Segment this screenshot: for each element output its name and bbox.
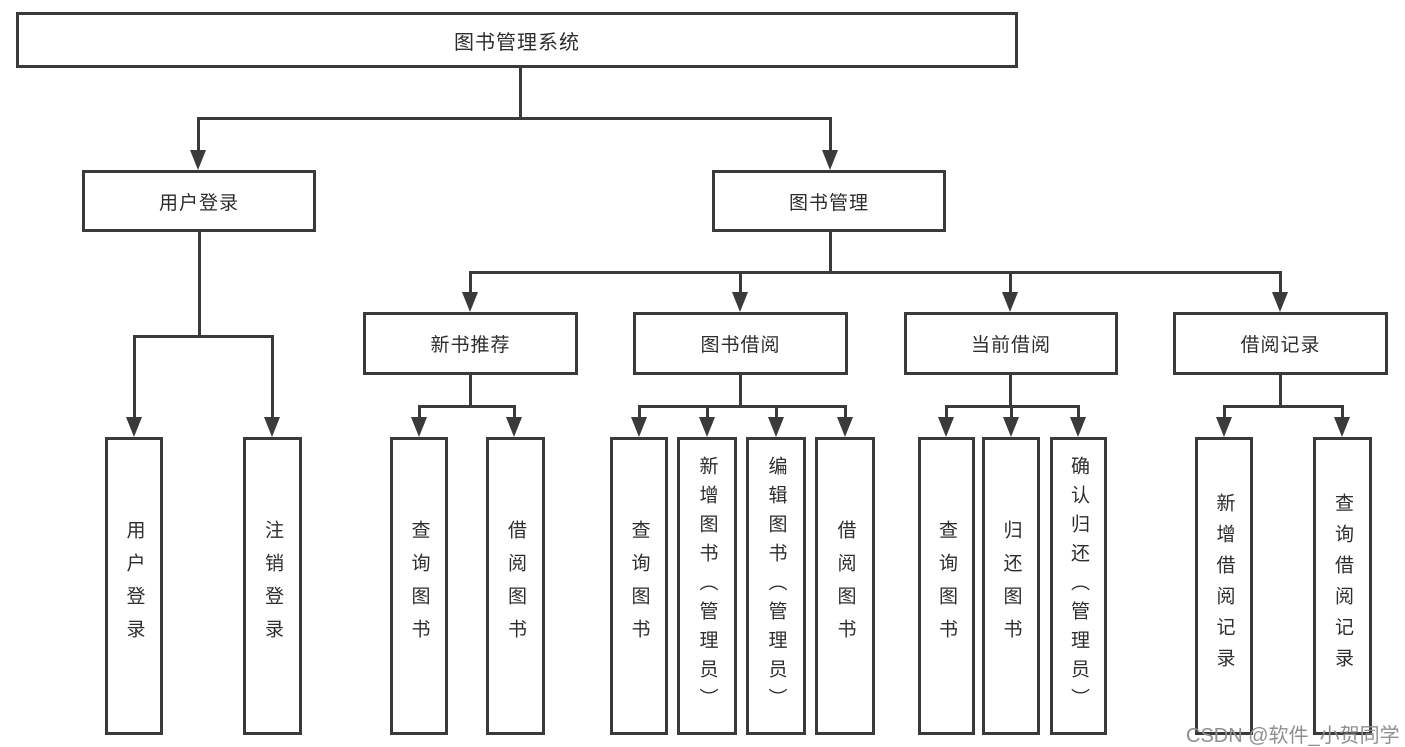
node-user-login-group: 用户登录 xyxy=(82,170,316,232)
arrowhead-down xyxy=(1002,292,1018,312)
arrowhead-down xyxy=(631,417,647,437)
connector-line xyxy=(519,66,522,120)
leaf-query-borrow-record: 查询借阅记录 xyxy=(1313,437,1372,735)
node-book-borrow: 图书借阅 xyxy=(633,312,848,375)
connector-line xyxy=(1223,405,1226,421)
connector-line xyxy=(829,117,832,155)
leaf-borrow-books: 借阅图书 xyxy=(815,437,875,735)
watermark: CSDN @软件_小贺同学 xyxy=(1186,725,1400,747)
node-book-management-label: 图书管理 xyxy=(788,192,869,214)
leaf-query-borrow-record-label: 查询借阅记录 xyxy=(1332,493,1353,679)
node-user-login-group-label: 用户登录 xyxy=(158,192,239,214)
leaf-borrow-query-books-label: 查询图书 xyxy=(628,520,650,652)
arrowhead-down xyxy=(938,417,954,437)
connector-line xyxy=(418,405,421,421)
leaf-confirm-return-admin-label: 确认归还（管理员） xyxy=(1068,455,1089,717)
arrowhead-down xyxy=(1334,417,1350,437)
connector-line xyxy=(739,375,742,408)
connector-line xyxy=(469,271,1282,274)
leaf-newbook-query-books-label: 查询图书 xyxy=(408,520,430,652)
leaf-edit-books-admin: 编辑图书（管理员） xyxy=(746,437,806,735)
arrowhead-down xyxy=(411,417,427,437)
connector-line xyxy=(1279,271,1282,296)
node-library-system-label: 图书管理系统 xyxy=(454,31,580,54)
leaf-return-books-label: 归还图书 xyxy=(1000,520,1022,652)
connector-line xyxy=(945,405,948,421)
leaf-logout: 注销登录 xyxy=(243,437,302,735)
leaf-current-query-books: 查询图书 xyxy=(918,437,975,735)
connector-line xyxy=(706,405,709,421)
connector-line xyxy=(775,405,778,421)
node-book-borrow-label: 图书借阅 xyxy=(700,335,781,356)
connector-line xyxy=(739,271,742,296)
arrowhead-down xyxy=(264,417,280,437)
leaf-borrow-query-books: 查询图书 xyxy=(610,437,668,735)
arrowhead-down xyxy=(190,150,206,170)
node-new-book-recommend-label: 新书推荐 xyxy=(430,335,511,356)
leaf-confirm-return-admin: 确认归还（管理员） xyxy=(1050,437,1107,735)
node-current-borrow-label: 当前借阅 xyxy=(970,335,1051,356)
arrowhead-down xyxy=(1272,292,1288,312)
connector-line xyxy=(1009,271,1012,296)
node-book-management: 图书管理 xyxy=(712,170,946,232)
connector-line xyxy=(197,117,200,155)
leaf-borrow-books-label: 借阅图书 xyxy=(834,520,856,652)
connector-line xyxy=(469,271,472,296)
connector-line xyxy=(638,405,847,408)
connector-line xyxy=(133,335,136,421)
leaf-edit-books-admin-label: 编辑图书（管理员） xyxy=(765,455,787,717)
arrowhead-down xyxy=(506,417,522,437)
leaf-return-books: 归还图书 xyxy=(982,437,1040,735)
arrowhead-down xyxy=(1216,417,1232,437)
arrowhead-down xyxy=(822,150,838,170)
connector-line xyxy=(197,117,832,120)
leaf-add-borrow-record-label: 新增借阅记录 xyxy=(1213,493,1235,679)
node-borrow-records: 借阅记录 xyxy=(1173,312,1388,375)
connector-line xyxy=(638,405,641,421)
arrowhead-down xyxy=(1003,417,1019,437)
leaf-logout-label: 注销登录 xyxy=(262,520,283,652)
connector-line xyxy=(271,335,274,421)
connector-line xyxy=(418,405,516,408)
leaf-newbook-borrow-books: 借阅图书 xyxy=(486,437,545,735)
arrowhead-down xyxy=(462,292,478,312)
leaf-newbook-borrow-books-label: 借阅图书 xyxy=(505,520,526,652)
connector-line xyxy=(1009,375,1012,408)
connector-line xyxy=(1077,405,1080,421)
leaf-newbook-query-books: 查询图书 xyxy=(390,437,448,735)
connector-line xyxy=(469,375,472,408)
node-current-borrow: 当前借阅 xyxy=(904,312,1118,375)
leaf-user-login: 用户登录 xyxy=(105,437,163,735)
leaf-current-query-books-label: 查询图书 xyxy=(936,520,957,652)
connector-line xyxy=(513,405,516,421)
arrowhead-down xyxy=(732,292,748,312)
connector-line xyxy=(829,232,832,274)
arrowhead-down xyxy=(768,417,784,437)
connector-line xyxy=(198,232,201,338)
leaf-add-borrow-record: 新增借阅记录 xyxy=(1195,437,1253,735)
node-borrow-records-label: 借阅记录 xyxy=(1240,335,1321,356)
leaf-user-login-label: 用户登录 xyxy=(123,520,145,652)
node-library-system: 图书管理系统 xyxy=(16,12,1018,68)
arrowhead-down xyxy=(1070,417,1086,437)
arrowhead-down xyxy=(699,417,715,437)
leaf-add-books-admin: 新增图书（管理员） xyxy=(677,437,737,735)
connector-line xyxy=(1223,405,1344,408)
connector-line xyxy=(844,405,847,421)
leaf-add-books-admin-label: 新增图书（管理员） xyxy=(696,455,718,717)
connector-line xyxy=(1279,375,1282,408)
arrowhead-down xyxy=(837,417,853,437)
node-new-book-recommend: 新书推荐 xyxy=(363,312,578,375)
connector-line xyxy=(1010,405,1013,421)
connector-line xyxy=(1341,405,1344,421)
connector-line xyxy=(133,335,274,338)
arrowhead-down xyxy=(126,417,142,437)
